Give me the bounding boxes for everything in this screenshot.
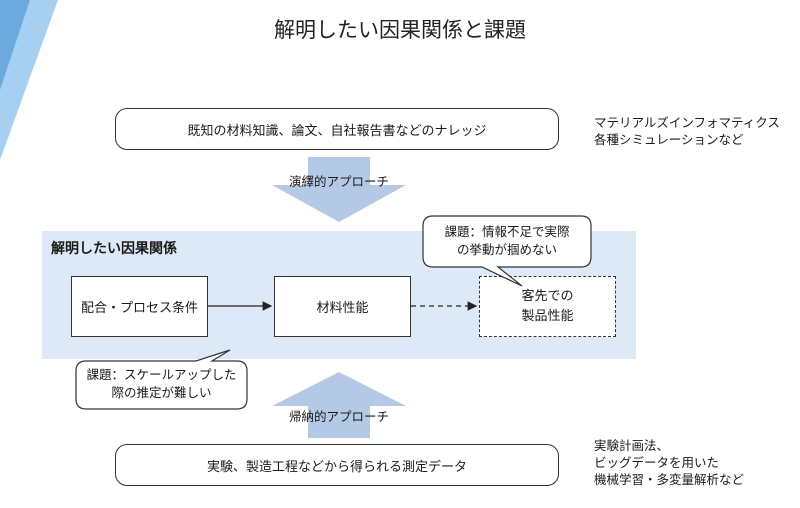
bubble-bottom-line2: 際の推定が難しい [111,385,212,400]
bottom-note-line1: 実験計画法、 [594,438,670,453]
inductive-arrow [272,372,406,438]
bottom-note-line3: 機械学習・多変量解析など [594,472,745,487]
knowledge-box-label: 既知の材料知識、論文、自社報告書などのナレッジ [187,123,487,139]
bubble-top-line1: 課題：情報不足で実際 [444,224,570,239]
band-title: 解明したい因果関係 [51,241,177,257]
formulation-node: 配合・プロセス条件 [71,276,208,337]
bottom-note: 実験計画法、 ビッグデータを用いた 機械学習・多変量解析など [594,437,744,488]
top-note-line1: マテリアルズインフォマティクス [594,115,780,130]
bubble-bottom-text: 課題：スケールアップした 際の推定が難しい [76,366,247,402]
customer-label-line2: 製品性能 [521,308,574,324]
customer-node: 客先での 製品性能 [479,276,616,337]
corner-decoration [0,0,58,160]
measurement-box-label: 実験、製造工程などから得られる測定データ [206,459,467,475]
page-title: 解明したい因果関係と課題 [274,18,526,42]
bottom-note-line2: ビッグデータを用いた [594,455,720,470]
performance-label: 材料性能 [316,301,369,316]
inductive-label: 帰納的アプローチ [288,409,389,424]
top-note-line2: 各種シミュレーションなど [594,132,744,147]
top-note: マテリアルズインフォマティクス 各種シミュレーションなど [594,114,780,148]
bubble-top-line2: の挙動が掴めない [456,242,557,257]
deductive-arrow [272,157,406,222]
knowledge-box: 既知の材料知識、論文、自社報告書などのナレッジ [115,108,559,150]
performance-node: 材料性能 [274,276,411,337]
bubble-top-text: 課題：情報不足で実際 の挙動が掴めない [423,223,591,259]
customer-label-line1: 客先での [521,288,574,304]
measurement-box: 実験、製造工程などから得られる測定データ [115,444,559,486]
formulation-label: 配合・プロセス条件 [80,301,198,316]
bubble-bottom-line1: 課題：スケールアップした [86,367,237,382]
deductive-label: 演繹的アプローチ [288,174,389,189]
